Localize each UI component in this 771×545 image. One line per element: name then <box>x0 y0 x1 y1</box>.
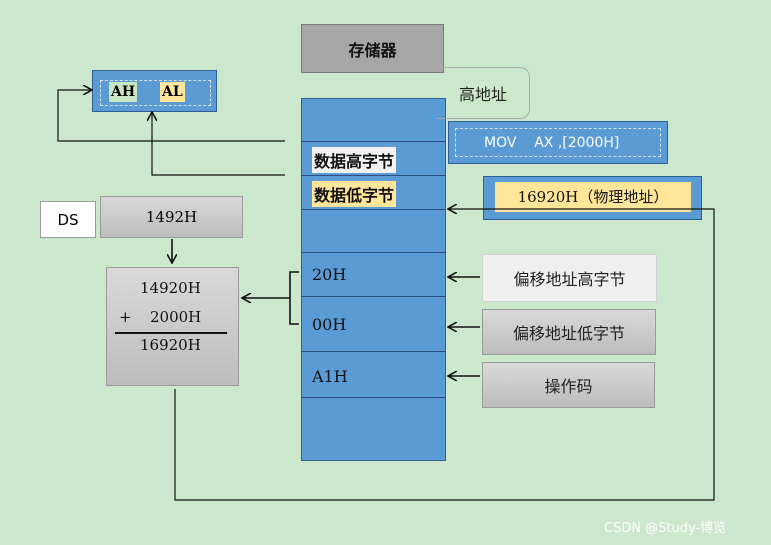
watermark: CSDN @Study-博览 <box>604 521 727 536</box>
offset-low-byte-label: 偏移地址低字节 <box>482 309 656 355</box>
ax-register: AH AL <box>92 70 217 112</box>
arrow-high-byte-to-ah <box>57 90 285 142</box>
high-address-callout: 高地址 <box>437 67 530 119</box>
memory-cell-low-byte: 数据低字节 <box>312 181 397 207</box>
memory-cell-00h: 00H <box>312 315 347 334</box>
address-calculation: 14920H + 2000H 16920H <box>106 267 239 386</box>
memory-cell-20h: 20H <box>312 265 347 284</box>
calc-line1: 14920H <box>140 279 201 297</box>
ds-register-label: DS <box>40 201 96 238</box>
ds-register-value: 1492H <box>100 196 243 238</box>
physical-address: 16920H（物理地址） <box>483 176 702 220</box>
memory-cell-a1h: A1H <box>312 367 348 386</box>
bracket-20h-00h <box>243 271 299 325</box>
arrow-physical-address-loop <box>174 209 715 501</box>
mov-instruction: MOV AX ,[2000H] <box>448 121 668 164</box>
arrow-low-byte-to-al <box>152 113 285 176</box>
calc-plus: + <box>119 308 132 326</box>
memory-cell-high-byte: 数据高字节 <box>312 147 397 173</box>
opcode-label: 操作码 <box>482 362 655 408</box>
ah-register: AH <box>109 82 138 102</box>
al-register: AL <box>160 82 185 102</box>
memory-title: 存储器 <box>301 24 444 73</box>
offset-high-byte-label: 偏移地址高字节 <box>482 254 657 302</box>
memory-block: 数据高字节 数据低字节 20H 00H A1H <box>301 98 446 461</box>
calc-result: 16920H <box>140 336 201 354</box>
calc-line2: 2000H <box>150 308 202 326</box>
